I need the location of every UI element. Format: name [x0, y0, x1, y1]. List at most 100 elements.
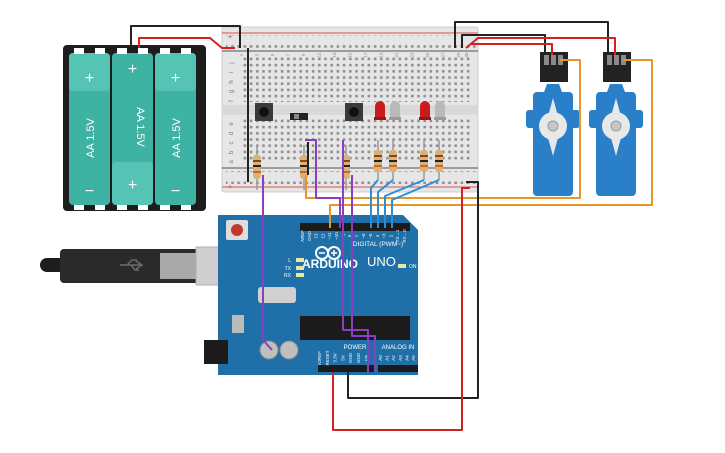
digital-pin-label: 13	[314, 233, 319, 239]
row-letter: d	[229, 132, 235, 135]
analog-header-label: ANALOG IN	[382, 345, 415, 351]
digital-pin-label: 4	[375, 234, 380, 237]
column-number: 5	[270, 53, 275, 56]
led-l-label: L	[288, 258, 291, 264]
power-pin-label: IOREF	[317, 351, 322, 365]
row-letter: g	[229, 90, 235, 93]
slide-switch[interactable]	[290, 113, 308, 120]
column-number: 29	[456, 52, 461, 58]
column-number: 23	[410, 52, 415, 58]
capacitor-1	[259, 340, 279, 360]
led-icon	[375, 101, 385, 118]
wire-blue-1	[370, 179, 379, 228]
wire-arduino-5v	[332, 187, 470, 431]
digital-pin-label: 7	[354, 234, 359, 237]
resistor-icon	[300, 145, 308, 190]
power-header[interactable]	[318, 365, 374, 372]
resistor-icon	[435, 140, 443, 180]
wire-purple-1	[262, 175, 273, 351]
column-number: 15	[348, 52, 353, 58]
wire-purple-3	[342, 140, 369, 372]
led-tx-label: TX	[285, 266, 292, 272]
battery-pack[interactable]: + + + − + − AA 1.5V AA 1.5V AA 1.5V	[63, 45, 206, 211]
row-letter: a	[229, 160, 235, 164]
column-number: 3	[255, 53, 260, 56]
pushbutton-1[interactable]	[255, 103, 273, 121]
led-icon	[390, 101, 400, 118]
row-letter: h	[229, 80, 235, 83]
wire-purple-4	[351, 175, 376, 372]
model-label: UNO	[367, 254, 396, 269]
wires	[130, 21, 653, 431]
digital-header[interactable]	[300, 223, 410, 231]
servo-motor-1[interactable]	[526, 52, 580, 196]
arduino-logo-text: ARDUINO	[302, 257, 358, 271]
cell-3-plus: +	[171, 70, 180, 87]
voltage-regulator	[232, 315, 244, 333]
rail-plus-top: +	[228, 34, 232, 41]
digital-header-label: DIGITAL (PWM~)	[353, 241, 403, 248]
row-letter: e	[229, 122, 235, 126]
cell-1-minus: −	[85, 183, 94, 200]
led-off-1[interactable]	[389, 101, 401, 120]
column-number: 27	[441, 52, 446, 58]
column-number: 25	[425, 52, 430, 58]
power-pin-label: Vin	[364, 354, 369, 361]
digital-pin-label: ~11	[327, 232, 332, 240]
analog-pin-label: A0	[378, 355, 383, 361]
pushbutton-icon	[349, 107, 359, 117]
led-rx-label: RX	[284, 273, 292, 279]
analog-pin-label: A3	[398, 355, 403, 361]
wire-blue-3	[384, 179, 425, 228]
row-letter: c	[229, 142, 235, 145]
column-number: 30	[464, 52, 469, 58]
column-number: 1	[239, 53, 244, 56]
crystal-oscillator	[258, 287, 296, 303]
power-pin-label: 5V	[340, 355, 345, 361]
column-number: 11	[317, 52, 322, 57]
servo-motor-2[interactable]	[589, 52, 643, 196]
row-letter: b	[229, 150, 235, 154]
resistor-icon	[253, 145, 261, 190]
led-icon	[420, 101, 430, 118]
row-letter: i	[229, 72, 235, 73]
digital-pin-label: 2	[388, 234, 393, 237]
analog-pin-label: A2	[391, 355, 396, 361]
digital-pin-label: ~6	[361, 233, 366, 239]
wire-blue-2	[377, 179, 394, 228]
digital-pin-label: TX→1	[395, 229, 400, 242]
cell-2-minus: +	[128, 61, 137, 78]
digital-pin-label: ~10	[334, 232, 339, 240]
led-red-1[interactable]	[374, 101, 386, 120]
cell-1-plus: +	[85, 70, 94, 87]
cell-2-plus: +	[128, 177, 137, 194]
resistor-icon	[389, 140, 397, 180]
capacitor-2	[279, 340, 299, 360]
cell-2-label: AA 1.5V	[134, 107, 146, 147]
column-number: 9	[301, 53, 306, 56]
resistors	[253, 140, 443, 190]
pushbutton-2[interactable]	[345, 103, 363, 121]
column-number: 13	[332, 52, 337, 58]
analog-pin-label: A5	[411, 355, 416, 361]
analog-header[interactable]	[378, 365, 418, 372]
reset-button[interactable]	[231, 224, 243, 236]
wire-servo2-red	[465, 37, 616, 55]
led-off-2[interactable]	[434, 101, 446, 120]
led-red-2[interactable]	[419, 101, 431, 120]
usb-cable[interactable]	[40, 246, 249, 286]
digital-pin-label: RX←0	[402, 229, 407, 243]
dc-power-jack[interactable]	[204, 340, 228, 364]
rail-plus-bottom: +	[228, 184, 232, 191]
power-pin-label: RESET	[325, 350, 330, 365]
wire-servo1-signal	[305, 59, 581, 199]
wire-battery-black	[130, 25, 241, 48]
wire-purple-2	[305, 139, 341, 228]
status-leds: L TX RX	[284, 258, 304, 279]
cell-3-label: AA 1.5V	[171, 117, 183, 157]
